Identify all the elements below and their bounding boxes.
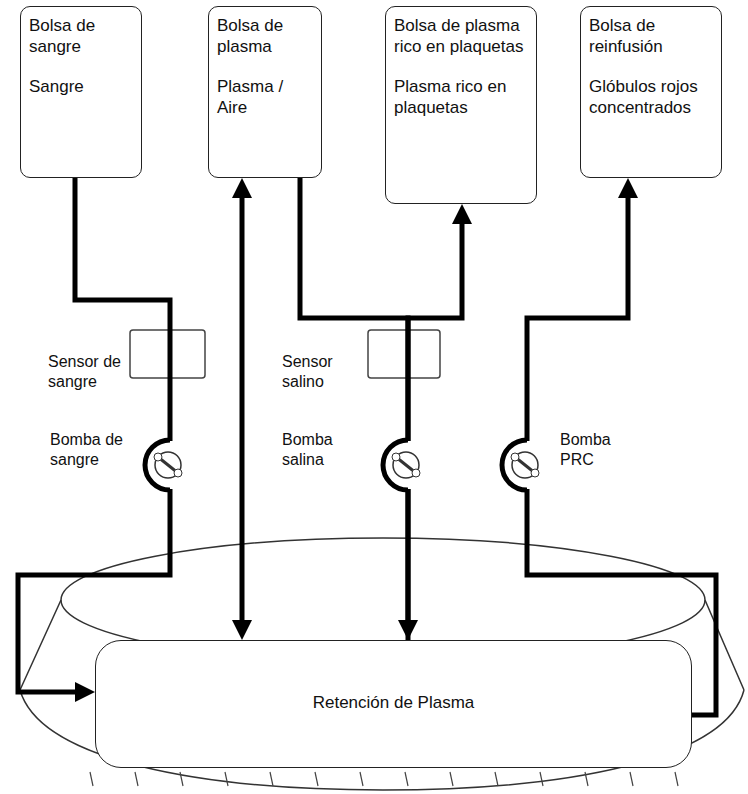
- node-title: Bolsa de plasma: [217, 15, 313, 58]
- bowl-ticks: [90, 772, 678, 786]
- pump-roller: [412, 469, 420, 477]
- bag-box: Bolsa de sangreSangre: [20, 6, 142, 178]
- pump-symbol: [383, 440, 420, 490]
- part-label: Sensor de sangre: [48, 352, 128, 392]
- tube-connector: [408, 214, 462, 640]
- bowl-tick: [360, 772, 363, 786]
- connectors: [18, 178, 716, 715]
- tube-connector: [18, 178, 170, 692]
- retention-box: Retención de Plasma: [95, 640, 692, 768]
- bowl-tick: [630, 772, 633, 786]
- node-body: Glóbulos rojos concentrados: [589, 76, 713, 119]
- pump-symbol: [145, 440, 182, 490]
- node-body: Plasma / Aire: [217, 76, 313, 119]
- node-title: Bolsa de plasma rico en plaquetas: [394, 15, 528, 58]
- tube-connector: [300, 178, 408, 630]
- bag-box: Bolsa de plasma rico en plaquetasPlasma …: [385, 6, 537, 204]
- bag-box: Bolsa de reinfusiónGlóbulos rojos concen…: [580, 6, 722, 178]
- bowl-tick: [675, 772, 678, 786]
- pump-rotor: [393, 452, 419, 478]
- node-title: Bolsa de reinfusión: [589, 15, 713, 58]
- bowl-tick: [180, 772, 183, 786]
- pump-symbol: [502, 440, 539, 490]
- node-title: Retención de Plasma: [313, 692, 475, 713]
- node-title: Bolsa de sangre: [29, 15, 133, 58]
- bowl-tick: [225, 772, 228, 786]
- pump-roller: [392, 453, 400, 461]
- bowl-tick: [495, 772, 498, 786]
- bowl-tick: [270, 772, 273, 786]
- tube-connector: [527, 188, 716, 715]
- bowl-tick: [540, 772, 543, 786]
- pump-roller: [174, 469, 182, 477]
- bowl-tick: [585, 772, 588, 786]
- part-label: Bomba salina: [282, 430, 362, 470]
- pump-rotor: [512, 452, 538, 478]
- part-label: Bomba PRC: [560, 430, 640, 470]
- bowl-tick: [90, 772, 93, 786]
- bowl-tick: [135, 772, 138, 786]
- bowl-tick: [450, 772, 453, 786]
- pump-roller: [511, 453, 519, 461]
- pump-rotor: [155, 452, 181, 478]
- bowl-tick: [405, 772, 408, 786]
- pump-roller: [531, 469, 539, 477]
- node-body: Sangre: [29, 76, 133, 97]
- bowl-tick: [315, 772, 318, 786]
- part-label: Sensor salino: [282, 352, 362, 392]
- tube-connector: [240, 188, 245, 630]
- node-body: Plasma rico en plaquetas: [394, 76, 528, 119]
- pump-roller: [154, 453, 162, 461]
- bag-box: Bolsa de plasmaPlasma / Aire: [208, 6, 322, 178]
- saline-sensor: [368, 330, 440, 378]
- part-label: Bomba de sangre: [50, 430, 130, 470]
